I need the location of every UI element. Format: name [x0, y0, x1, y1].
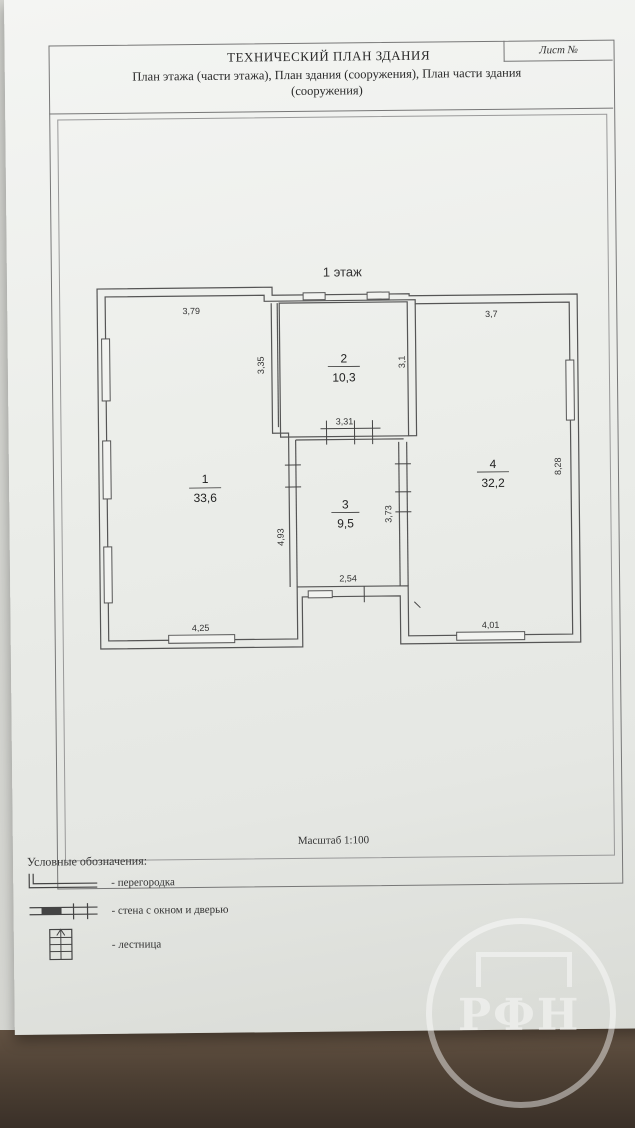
dimension-label: 8,28: [553, 457, 563, 475]
window: [101, 338, 111, 402]
windows: [101, 291, 575, 644]
window: [102, 440, 112, 500]
watermark-logo: [426, 918, 616, 1108]
room-3-area: 9,5: [337, 516, 354, 530]
window: [366, 291, 390, 300]
room-3-number: 3: [342, 497, 349, 511]
window: [168, 634, 236, 644]
room-1-number: 1: [202, 472, 209, 486]
document-sheet: Лист № ТЕХНИЧЕСКИЙ ПЛАН ЗДАНИЯ План этаж…: [4, 0, 635, 1035]
dimension-label: 3,1: [397, 356, 407, 369]
window: [565, 359, 575, 421]
scale-label: Масштаб 1:100: [297, 834, 370, 847]
window: [307, 590, 333, 599]
floor-plan: 1 33,6 2 10,3 3 9,5 4 32,2 3,79 4,25 4,9…: [96, 286, 582, 650]
partition-symbol-icon: [28, 873, 98, 889]
legend-wall-label: - стена с окном и дверью: [111, 903, 229, 917]
watermark-logo-letters: РФН: [458, 990, 581, 1041]
legend-stairs-label: - лестница: [111, 938, 162, 951]
room-4-area: 32,2: [481, 476, 505, 490]
window: [302, 292, 326, 301]
window: [103, 546, 113, 604]
walls: [96, 286, 582, 650]
dimension-label: 3,73: [383, 505, 393, 523]
room-2-area: 10,3: [332, 370, 356, 384]
dimension-label: 3,31: [336, 416, 354, 426]
dimension-label: 4,93: [276, 528, 286, 546]
room-1-area: 33,6: [193, 491, 217, 505]
room-4-number: 4: [489, 457, 496, 471]
room-2-number: 2: [340, 351, 347, 365]
dimension-label: 2,54: [339, 573, 357, 583]
watermark-logo-top: [476, 952, 572, 987]
wall-window-door-symbol-icon: [29, 903, 98, 920]
dimension-label: 4,01: [482, 620, 500, 630]
dimension-label: 3,79: [182, 306, 200, 316]
dimension-label: 4,25: [192, 623, 210, 633]
door-marks: [284, 420, 421, 609]
legend-partition-label: - перегородка: [111, 876, 175, 889]
window: [456, 631, 526, 641]
dimension-label: 3,7: [485, 309, 498, 319]
dimension-label: 3,35: [256, 357, 266, 375]
stairs-symbol-icon: [49, 928, 73, 961]
legend-title: Условные обозначения:: [26, 853, 148, 869]
